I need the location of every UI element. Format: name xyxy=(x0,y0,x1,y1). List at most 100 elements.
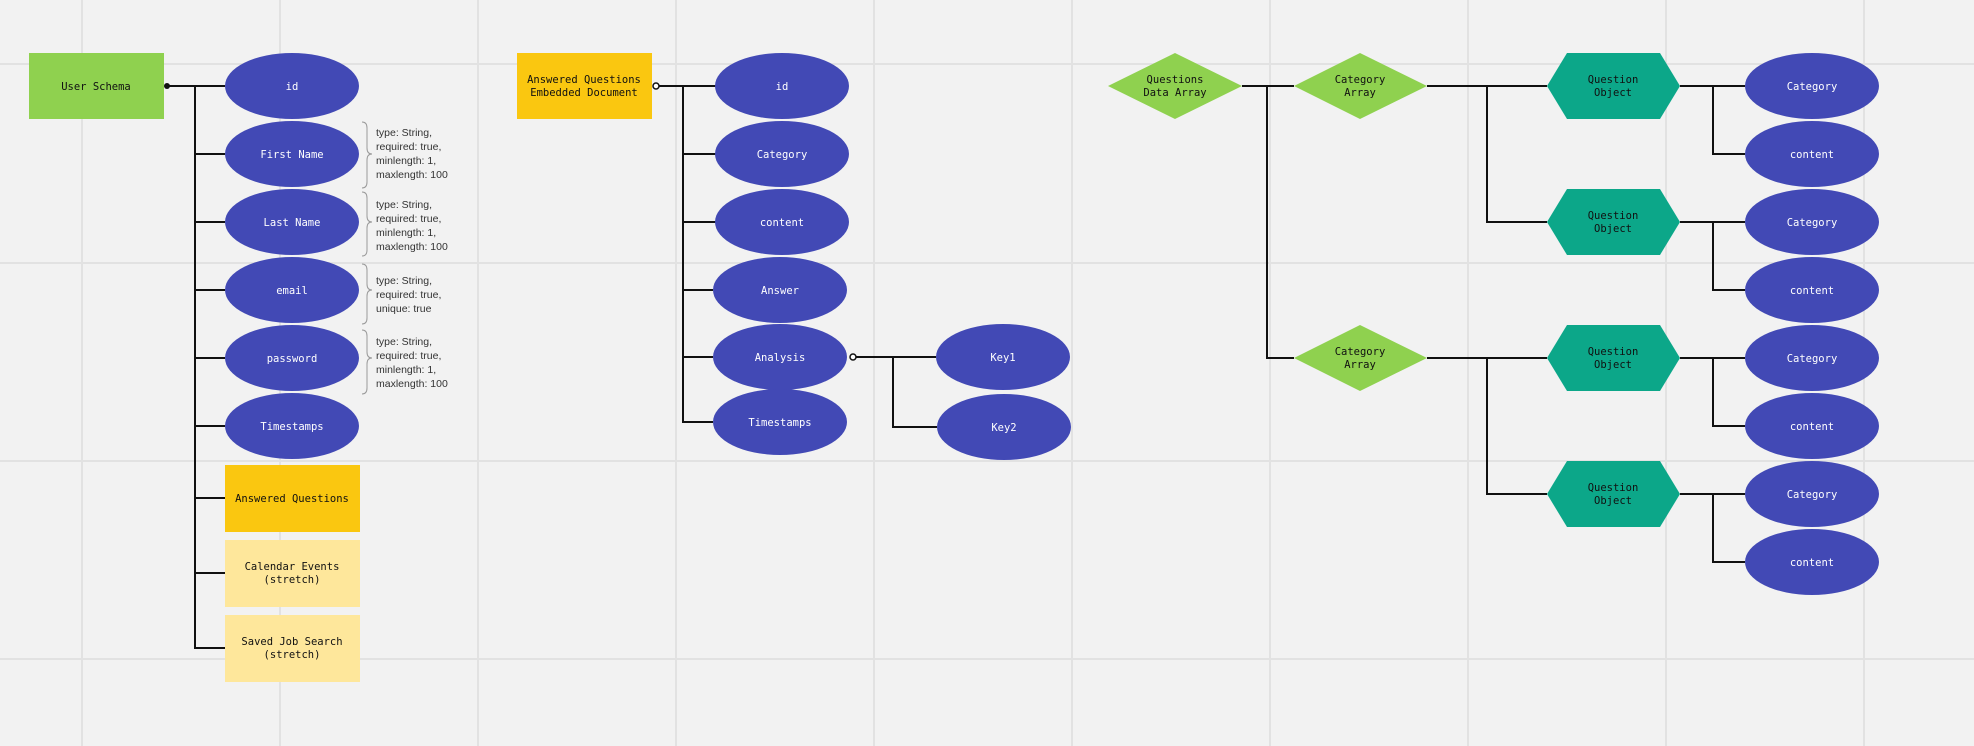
question-object-line1: Question xyxy=(1588,210,1639,222)
category-array-line2: Array xyxy=(1344,87,1376,99)
calendar-events-line2: (stretch) xyxy=(264,574,321,586)
question-field-category-label: Category xyxy=(1787,217,1838,229)
validation-note-last-name: type: String, required: true, minlength:… xyxy=(361,191,448,257)
aq-field-analysis-label: Analysis xyxy=(755,352,806,364)
answered-questions-root-line1: Answered Questions xyxy=(527,74,641,86)
question-object-node[interactable]: Question Object xyxy=(1547,325,1680,391)
question-field-content[interactable]: content xyxy=(1745,393,1879,459)
category-array-line1: Category xyxy=(1335,74,1386,86)
analysis-key2[interactable]: Key2 xyxy=(937,394,1071,460)
user-schema-anchor xyxy=(164,83,170,89)
user-field-first-name[interactable]: First Name xyxy=(225,121,359,187)
answered-questions-sticky-label: Answered Questions xyxy=(235,493,349,505)
question-field-content[interactable]: content xyxy=(1745,121,1879,187)
user-field-first-name-label: First Name xyxy=(260,149,323,161)
question-field-content-label: content xyxy=(1790,149,1834,161)
question-object-node[interactable]: Question Object xyxy=(1547,461,1680,527)
aq-field-category-label: Category xyxy=(757,149,808,161)
questions-data-array-line2: Data Array xyxy=(1143,87,1206,99)
question-object-line1: Question xyxy=(1588,482,1639,494)
answered-questions-connectors xyxy=(656,85,937,428)
svg-text:maxlength: 100: maxlength: 100 xyxy=(376,241,448,253)
user-field-email-label: email xyxy=(276,285,308,297)
analysis-key1[interactable]: Key1 xyxy=(936,324,1070,390)
question-field-category-label: Category xyxy=(1787,489,1838,501)
validation-note-email: type: String, required: true, unique: tr… xyxy=(361,263,441,325)
svg-text:type: String,: type: String, xyxy=(376,275,432,287)
calendar-events-line1: Calendar Events xyxy=(245,561,340,573)
answered-questions-root-line2: Embedded Document xyxy=(530,87,637,99)
svg-text:maxlength: 100: maxlength: 100 xyxy=(376,378,448,390)
user-field-last-name[interactable]: Last Name xyxy=(225,189,359,255)
svg-text:required: true,: required: true, xyxy=(376,289,441,301)
question-object-line2: Object xyxy=(1594,87,1632,99)
question-field-content-label: content xyxy=(1790,557,1834,569)
question-field-category[interactable]: Category xyxy=(1745,189,1879,255)
embedded-doc-anchor xyxy=(652,82,660,90)
question-field-content[interactable]: content xyxy=(1745,257,1879,323)
validation-note-first-name: type: String, required: true, minlength:… xyxy=(361,121,448,189)
analysis-key2-label: Key2 xyxy=(991,422,1016,434)
questions-data-array-line1: Questions xyxy=(1147,74,1204,86)
user-schema-connectors xyxy=(167,85,225,649)
svg-text:required: true,: required: true, xyxy=(376,141,441,153)
svg-text:minlength: 1,: minlength: 1, xyxy=(376,364,436,376)
svg-text:minlength: 1,: minlength: 1, xyxy=(376,155,436,167)
saved-job-search-line2: (stretch) xyxy=(264,649,321,661)
user-schema-label: User Schema xyxy=(61,81,131,93)
user-field-email[interactable]: email xyxy=(225,257,359,323)
aq-field-analysis[interactable]: Analysis xyxy=(713,324,847,390)
saved-job-search-line1: Saved Job Search xyxy=(241,636,342,648)
question-field-category[interactable]: Category xyxy=(1745,53,1879,119)
answered-questions-sticky[interactable]: Answered Questions xyxy=(225,465,360,532)
question-field-content-label: content xyxy=(1790,285,1834,297)
category-array-line1: Category xyxy=(1335,346,1386,358)
svg-text:type: String,: type: String, xyxy=(376,127,432,139)
aq-field-timestamps-label: Timestamps xyxy=(748,417,811,429)
aq-field-answer[interactable]: Answer xyxy=(713,257,847,323)
questions-connectors xyxy=(1242,85,1745,563)
user-field-last-name-label: Last Name xyxy=(264,217,321,229)
user-field-password[interactable]: password xyxy=(225,325,359,391)
aq-field-category[interactable]: Category xyxy=(715,121,849,187)
svg-text:type: String,: type: String, xyxy=(376,199,432,211)
question-field-content-label: content xyxy=(1790,421,1834,433)
question-object-line1: Question xyxy=(1588,74,1639,86)
question-object-line2: Object xyxy=(1594,359,1632,371)
user-field-password-label: password xyxy=(267,353,318,365)
user-field-timestamps[interactable]: Timestamps xyxy=(225,393,359,459)
category-array-node[interactable]: Category Array xyxy=(1294,53,1427,119)
question-object-line1: Question xyxy=(1588,346,1639,358)
category-array-node[interactable]: Category Array xyxy=(1294,325,1427,391)
svg-text:minlength: 1,: minlength: 1, xyxy=(376,227,436,239)
question-object-node[interactable]: Question Object xyxy=(1547,189,1680,255)
saved-job-search-sticky[interactable]: Saved Job Search (stretch) xyxy=(225,615,360,682)
calendar-events-sticky[interactable]: Calendar Events (stretch) xyxy=(225,540,360,607)
aq-field-answer-label: Answer xyxy=(761,285,799,297)
questions-data-array-node[interactable]: Questions Data Array xyxy=(1108,53,1242,119)
question-object-line2: Object xyxy=(1594,223,1632,235)
answered-questions-root-node[interactable]: Answered Questions Embedded Document xyxy=(517,53,652,119)
validation-note-password: type: String, required: true, minlength:… xyxy=(361,329,448,395)
user-schema-node[interactable]: User Schema xyxy=(29,53,164,119)
question-object-node[interactable]: Question Object xyxy=(1547,53,1680,119)
question-field-content[interactable]: content xyxy=(1745,529,1879,595)
svg-text:required: true,: required: true, xyxy=(376,213,441,225)
question-field-category[interactable]: Category xyxy=(1745,461,1879,527)
aq-field-content[interactable]: content xyxy=(715,189,849,255)
svg-text:unique: true: unique: true xyxy=(376,303,432,315)
aq-field-id[interactable]: id xyxy=(715,53,849,119)
question-field-category-label: Category xyxy=(1787,353,1838,365)
user-field-timestamps-label: Timestamps xyxy=(260,421,323,433)
user-field-id[interactable]: id xyxy=(225,53,359,119)
analysis-anchor xyxy=(849,353,857,361)
svg-text:required: true,: required: true, xyxy=(376,350,441,362)
user-field-id-label: id xyxy=(286,81,299,93)
analysis-key1-label: Key1 xyxy=(990,352,1015,364)
svg-text:type: String,: type: String, xyxy=(376,336,432,348)
question-field-category[interactable]: Category xyxy=(1745,325,1879,391)
svg-text:maxlength: 100: maxlength: 100 xyxy=(376,169,448,181)
category-array-line2: Array xyxy=(1344,359,1376,371)
aq-field-timestamps[interactable]: Timestamps xyxy=(713,389,847,455)
